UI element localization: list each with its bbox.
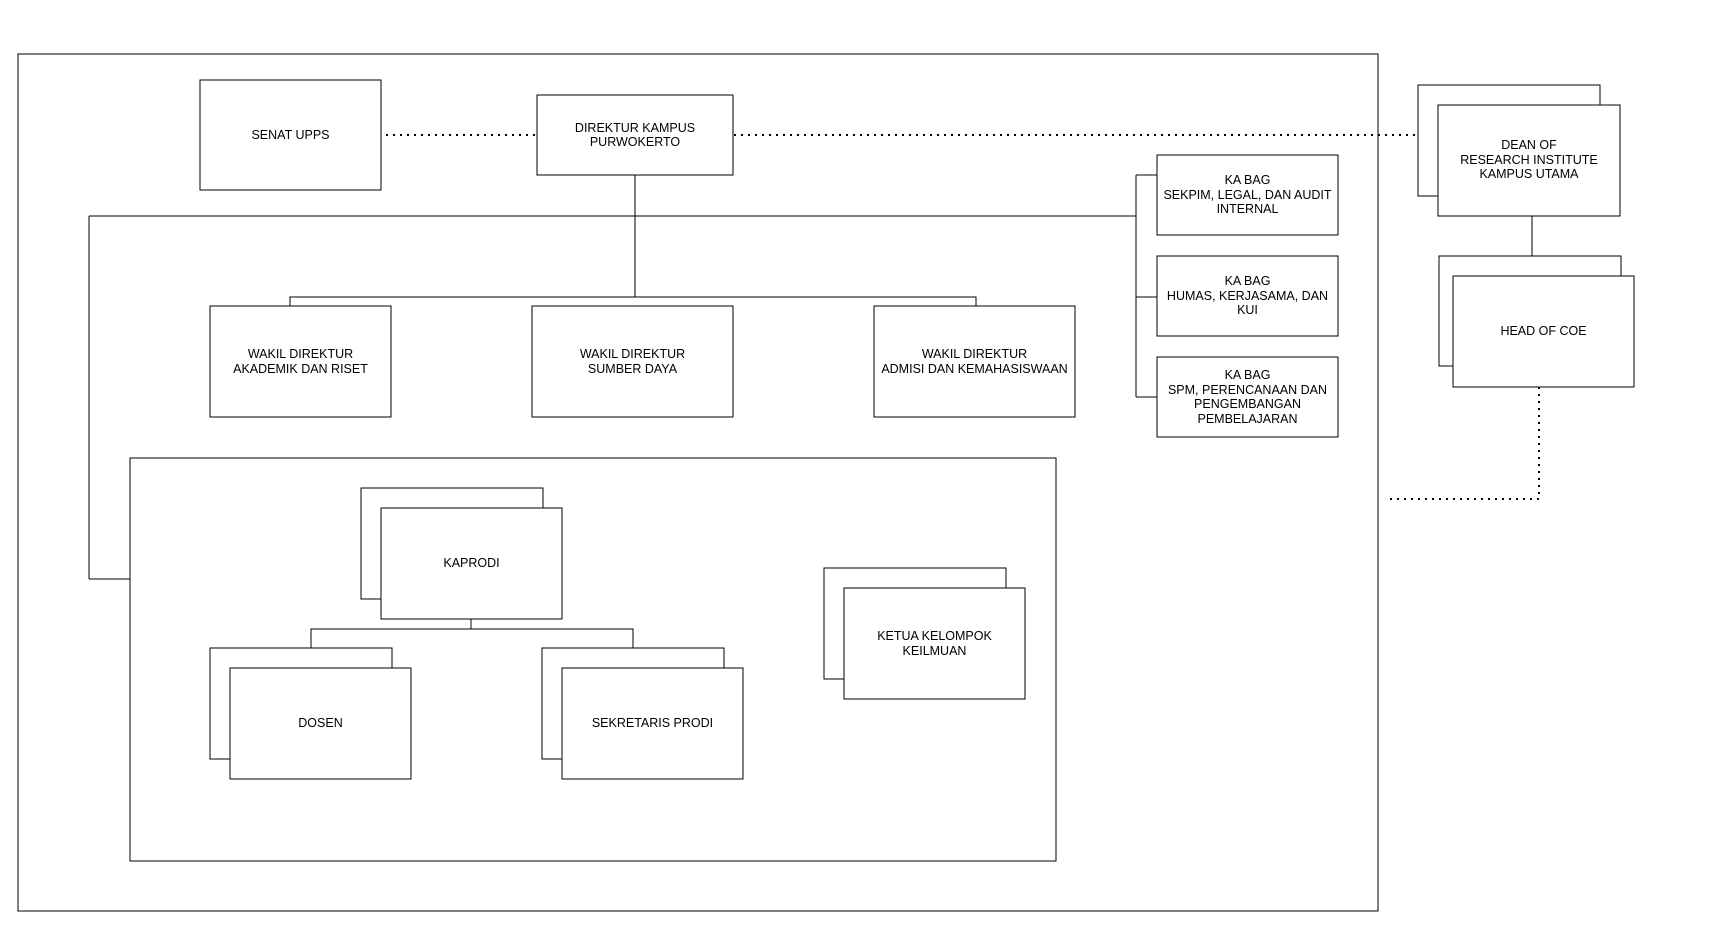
dosen-label: DOSEN [298,716,343,731]
kaprodi-box [380,507,563,620]
sekretaris-box [561,667,744,780]
direktur-label: DIREKTUR KAMPUS PURWOKERTO [574,120,696,150]
kabag-sekpim-box [1156,154,1339,236]
senat-box [199,79,382,191]
direktur-box [536,94,734,176]
wakil-sumber-daya-box [531,305,734,418]
senat-label: SENAT UPPS [251,127,330,142]
dosen-box [229,667,412,780]
dean-box [1437,104,1621,217]
wakil-sumber-daya-label: WAKIL DIREKTUR SUMBER DAYA [579,347,686,376]
sekretaris-label: SEKRETARIS PRODI [591,716,714,731]
kaprodi-label: KAPRODI [443,556,500,571]
kabag-humas-label: KA BAG HUMAS, KERJASAMA, DAN KUI [1166,274,1329,318]
wakil-akademik-label: WAKIL DIREKTUR AKADEMIK DAN RISET [233,347,368,376]
kabag-sekpim-label: KA BAG SEKPIM, LEGAL, DAN AUDIT INTERNAL [1163,173,1332,217]
dean-label: DEAN OF RESEARCH INSTITUTE KAMPUS UTAMA [1460,138,1598,181]
wakil-admisi-box [873,305,1076,418]
kabag-spm-box [1156,356,1339,438]
head-coe-label: HEAD OF COE [1500,324,1587,339]
kabag-spm-label: KA BAG SPM, PERENCANAAN DAN PENGEMBANGAN… [1167,368,1328,426]
wakil-admisi-label: WAKIL DIREKTUR ADMISI DAN KEMAHASISWAAN [881,347,1068,376]
ketua-kk-label: KETUA KELOMPOK KEILMUAN [877,629,992,658]
kabag-humas-box [1156,255,1339,337]
ketua-kk-box [843,587,1026,700]
connectors [88,134,1540,648]
wakil-akademik-box [209,305,392,418]
head-coe-box [1452,275,1635,388]
